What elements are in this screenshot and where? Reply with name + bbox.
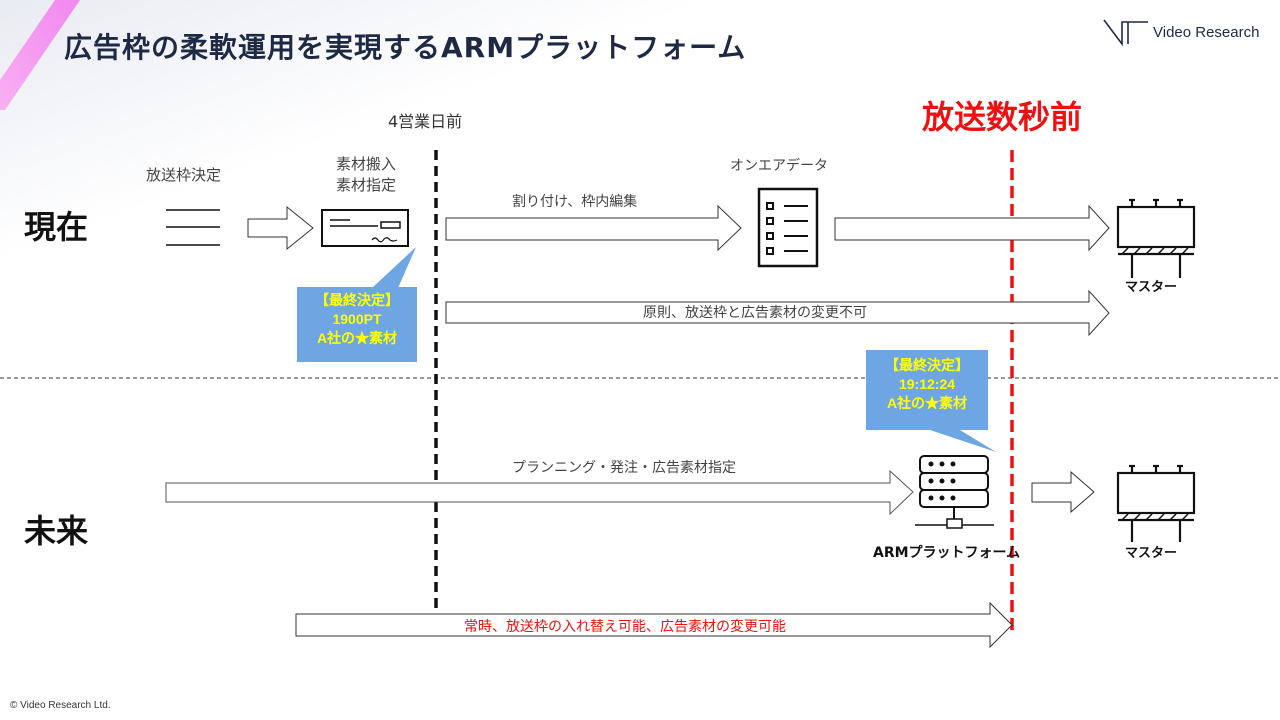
schedule-lines-icon [166, 209, 220, 246]
platform-label: ARMプラットフォーム [873, 545, 1021, 561]
arrow-schedule-to-material [247, 205, 314, 251]
row-label-future: 未来 [24, 512, 89, 550]
logo-text: Video Research [1153, 24, 1260, 41]
arrow-rule-label: 原則、放送枠と広告素材の変更不可 [643, 305, 867, 321]
callout-future-final-decision: 【最終決定】 19:12:24 A社の★素材 [866, 350, 988, 430]
arrow-platform-to-master [1031, 470, 1095, 514]
callout-current-final-decision: 【最終決定】 1900PT A社の★素材 [297, 287, 417, 362]
arrow-onair-to-master [834, 204, 1110, 252]
callout-future-line1: 【最終決定】 [885, 357, 969, 373]
server-icon [915, 455, 994, 529]
arrow-always-label: 常時、放送枠の入れ替え可能、広告素材の変更可能 [464, 619, 786, 635]
master-icon-future [1116, 464, 1196, 542]
step-material-line2: 素材指定 [335, 176, 396, 194]
arrow-assign-label: 割り付け、枠内編集 [512, 194, 638, 210]
page-title: 広告枠の柔軟運用を実現するARMプラットフォーム [64, 31, 747, 64]
callout-current-line1: 【最終決定】 [315, 292, 399, 308]
step-material-label: 素材搬入 素材指定 [326, 154, 406, 196]
marker-seconds-before-broadcast: 放送数秒前 [922, 98, 1083, 136]
master-label-current: マスター [1125, 280, 1178, 295]
step-material-line1: 素材搬入 [335, 155, 396, 173]
master-icon-current [1116, 198, 1196, 278]
callout-future-line2: 19:12:24 [898, 376, 956, 392]
copyright: © Video Research Ltd. [10, 700, 111, 711]
callout-pointer-future [930, 430, 996, 452]
callout-future-line3: A社の★素材 [886, 395, 968, 411]
callout-pointer-current [372, 247, 416, 288]
onair-data-icon [757, 187, 819, 268]
decorative-stripe [0, 0, 80, 110]
arrow-planning [165, 469, 914, 516]
step-schedule-label: 放送枠決定 [146, 166, 222, 184]
marker-4-business-days: 4営業日前 [388, 112, 463, 131]
master-label-future: マスター [1125, 546, 1178, 561]
callout-current-line2: 1900PT [332, 311, 382, 327]
arrow-assign [445, 204, 742, 252]
onair-data-label: オンエアデータ [730, 158, 828, 174]
callout-current-line3: A社の★素材 [316, 330, 398, 346]
video-research-logo-icon [1103, 19, 1148, 47]
arrow-rule [445, 289, 1110, 337]
row-label-current: 現在 [24, 208, 89, 246]
arrow-planning-label: プランニング・発注・広告素材指定 [512, 460, 736, 476]
material-document-icon [321, 209, 409, 247]
arrow-always [295, 601, 1013, 649]
